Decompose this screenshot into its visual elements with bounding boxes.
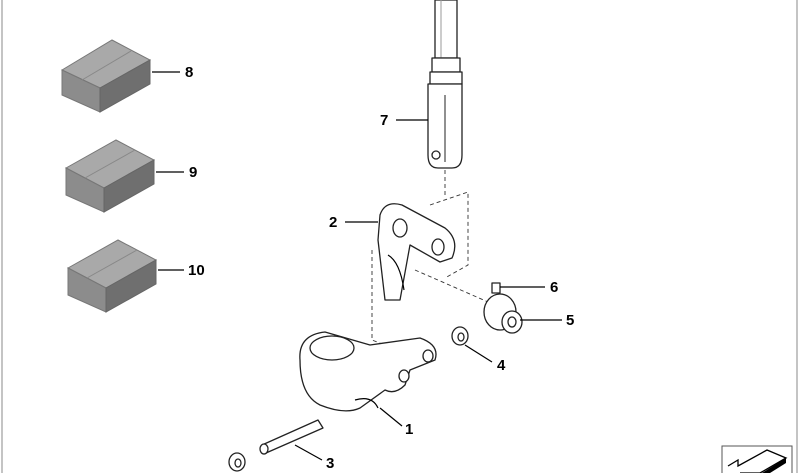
callout-10: 10 bbox=[188, 262, 205, 279]
part-6-set-screw bbox=[491, 282, 501, 294]
callout-9: 9 bbox=[189, 164, 197, 181]
callout-8: 8 bbox=[185, 64, 193, 81]
callout-5: 5 bbox=[566, 312, 574, 329]
part-2-bracket bbox=[377, 203, 456, 301]
callout-1: 1 bbox=[405, 421, 413, 438]
arrow-symbol-icon[interactable] bbox=[721, 445, 793, 473]
part-3-pin bbox=[228, 419, 324, 472]
part-7-clevis-rod bbox=[427, 0, 463, 169]
callout-7: 7 bbox=[380, 112, 388, 129]
part-5-collar bbox=[483, 293, 523, 334]
part-1-lever bbox=[299, 331, 437, 412]
part-8-box bbox=[60, 39, 152, 113]
callout-3: 3 bbox=[326, 455, 334, 472]
callout-4: 4 bbox=[497, 357, 506, 374]
part-4-circlip bbox=[451, 326, 469, 346]
part-10-box bbox=[66, 239, 158, 313]
part-9-box bbox=[64, 139, 156, 213]
callout-2: 2 bbox=[329, 214, 337, 231]
callout-6: 6 bbox=[550, 279, 558, 296]
